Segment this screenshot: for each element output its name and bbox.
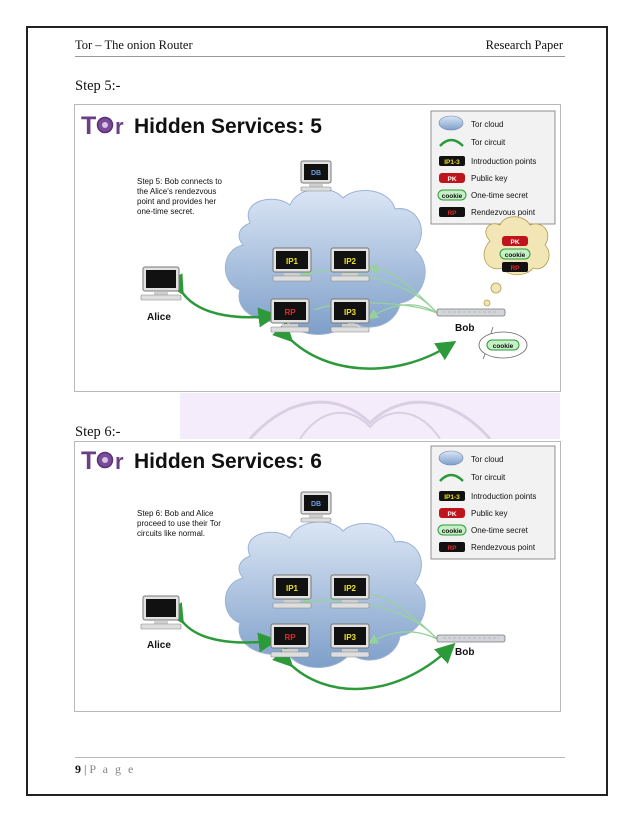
alice-label: Alice: [147, 312, 171, 323]
svg-text:RP: RP: [447, 545, 457, 552]
svg-text:cookie: cookie: [442, 528, 463, 535]
svg-text:Introduction points: Introduction points: [471, 157, 536, 166]
page-number: 9: [75, 762, 81, 776]
figure-hidden-services-5: T r Hidden Services: 5 Step 5: Bob conne…: [74, 104, 561, 392]
tor-logo: T r: [81, 447, 124, 475]
db-server: DB: [300, 491, 332, 523]
svg-text:Introduction points: Introduction points: [471, 492, 536, 501]
svg-text:Rendezvous point: Rendezvous point: [471, 543, 536, 552]
svg-text:RP: RP: [447, 210, 457, 217]
svg-text:Step 6: Bob and Alice: Step 6: Bob and Alice: [137, 509, 214, 518]
svg-text:RP: RP: [284, 633, 296, 642]
svg-text:IP3: IP3: [344, 308, 357, 317]
svg-text:IP2: IP2: [344, 257, 357, 266]
svg-text:IP1: IP1: [286, 584, 299, 593]
tor-cloud: [224, 521, 426, 668]
step-5-label: Step 5:-: [75, 78, 121, 94]
legend: IP1-3 PK cookie RP Tor cloud Tor circuit…: [430, 110, 556, 225]
svg-text:IP1-3: IP1-3: [444, 159, 460, 166]
bob-label: Bob: [455, 323, 474, 334]
legend-circuit-icon: [439, 473, 464, 482]
node-ip2: IP2: [330, 574, 370, 609]
figure-hidden-services-6: T r Hidden Services: 6 Step 6: Bob and A…: [74, 441, 561, 712]
db-server: DB: [300, 160, 332, 192]
legend-cloud-icon: [438, 450, 464, 466]
tor-cloud: [224, 188, 426, 335]
alice-label: Alice: [147, 640, 171, 651]
svg-text:Step 5: Bob connects to: Step 5: Bob connects to: [137, 177, 222, 186]
node-ip3: IP3: [330, 623, 370, 658]
svg-text:IP3: IP3: [344, 633, 357, 642]
svg-text:proceed to use their Tor: proceed to use their Tor: [137, 519, 221, 528]
svg-text:PK: PK: [510, 239, 519, 246]
node-ip1: IP1: [272, 574, 312, 609]
bob-server: [436, 308, 506, 317]
bob-server: [436, 634, 506, 643]
page-border: [26, 26, 608, 796]
svg-text:DB: DB: [311, 501, 321, 508]
footer-separator: |: [84, 762, 87, 776]
svg-text:RP: RP: [510, 265, 520, 272]
step-caption: Step 6: Bob and Alice proceed to use the…: [137, 509, 221, 538]
header-rule: [75, 56, 565, 57]
alice-computer: [140, 266, 182, 301]
svg-text:r: r: [115, 449, 124, 474]
svg-text:IP1: IP1: [286, 257, 299, 266]
legend-circuit-icon: [439, 138, 464, 147]
svg-text:one-time secret.: one-time secret.: [137, 207, 194, 216]
svg-text:Rendezvous point: Rendezvous point: [471, 208, 536, 217]
svg-text:r: r: [115, 114, 124, 139]
svg-text:point and provides her: point and provides her: [137, 197, 217, 206]
svg-text:One-time secret: One-time secret: [471, 526, 529, 535]
figure-title: Hidden Services: 5: [134, 115, 322, 138]
svg-text:T: T: [81, 447, 96, 475]
svg-text:DB: DB: [311, 170, 321, 177]
header-title: Tor – The onion Router: [75, 38, 193, 52]
node-ip2: IP2: [330, 247, 370, 282]
node-ip3: IP3: [330, 298, 370, 333]
svg-text:cookie: cookie: [493, 343, 514, 350]
svg-text:Tor cloud: Tor cloud: [471, 120, 503, 129]
footer-rule: [75, 757, 565, 758]
svg-text:Tor circuit: Tor circuit: [471, 138, 506, 147]
bob-thought-bubble: PK cookie RP: [483, 216, 550, 307]
svg-text:Tor circuit: Tor circuit: [471, 473, 506, 482]
page-label: P a g e: [89, 762, 136, 776]
step-6-label: Step 6:-: [75, 424, 121, 440]
svg-text:T: T: [81, 112, 96, 140]
step-caption: Step 5: Bob connects to the Alice's rend…: [137, 177, 222, 216]
svg-text:the Alice's rendezvous: the Alice's rendezvous: [137, 187, 216, 196]
svg-text:Public key: Public key: [471, 509, 507, 518]
svg-text:Public key: Public key: [471, 174, 507, 183]
watermark: [180, 393, 560, 439]
svg-text:RP: RP: [284, 308, 296, 317]
legend: IP1-3 PK cookie RP Tor cloud Tor circuit…: [430, 445, 556, 560]
figure-title: Hidden Services: 6: [134, 450, 322, 473]
svg-text:IP1-3: IP1-3: [444, 494, 460, 501]
footer: 9 | P a g e: [75, 762, 135, 777]
header-doc-type: Research Paper: [485, 38, 563, 52]
node-rp: RP: [270, 623, 310, 658]
svg-text:Tor cloud: Tor cloud: [471, 455, 503, 464]
svg-text:One-time secret: One-time secret: [471, 191, 529, 200]
node-ip1: IP1: [272, 247, 312, 282]
svg-text:PK: PK: [447, 511, 456, 518]
bob-speech-bubble: cookie: [478, 326, 528, 360]
svg-text:cookie: cookie: [442, 193, 463, 200]
bob-label: Bob: [455, 647, 474, 658]
svg-text:PK: PK: [447, 176, 456, 183]
svg-text:cookie: cookie: [505, 252, 526, 259]
svg-text:circuits like normal.: circuits like normal.: [137, 529, 205, 538]
legend-cloud-icon: [438, 115, 464, 131]
svg-text:IP2: IP2: [344, 584, 357, 593]
tor-logo: T r: [81, 112, 124, 140]
alice-computer: [140, 595, 182, 630]
node-rp: RP: [270, 298, 310, 333]
